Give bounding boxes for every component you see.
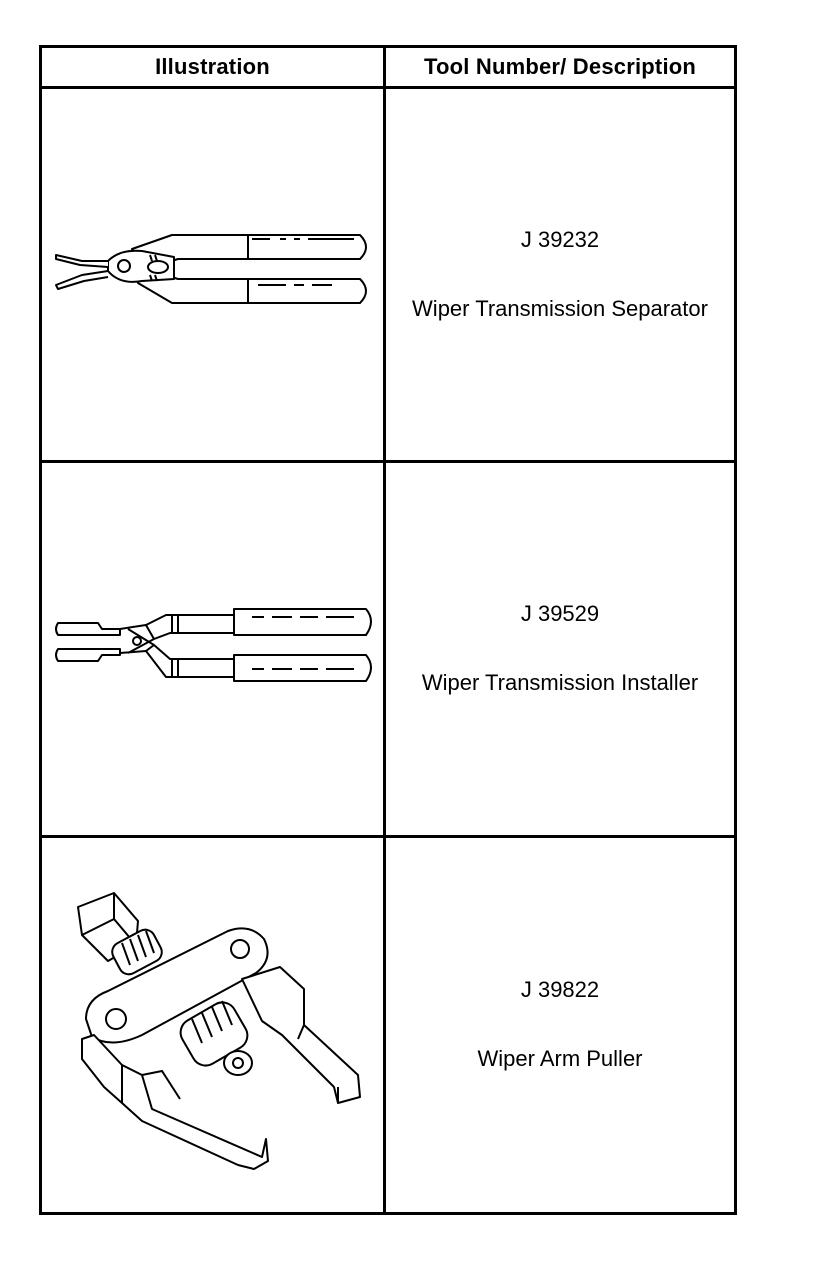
tool-table: Illustration Tool Number/ Description J …	[39, 45, 737, 1215]
arm-puller-icon	[77, 891, 361, 1170]
illustration-cell	[42, 89, 386, 464]
header-tool-description: Tool Number/ Description	[386, 48, 734, 89]
tool-number: J 39822	[520, 977, 600, 1003]
description-cell: J 39529 Wiper Transmission Installer	[386, 463, 734, 838]
description-cell: J 39822 Wiper Arm Puller	[386, 838, 734, 1212]
tool-description: Wiper Transmission Separator	[412, 296, 708, 322]
tool-description: Wiper Arm Puller	[477, 1046, 643, 1072]
tool-number: J 39529	[520, 601, 600, 627]
illustration-cell	[42, 837, 386, 1212]
tool-number: J 39232	[520, 227, 600, 253]
description-cell: J 39232 Wiper Transmission Separator	[386, 89, 734, 464]
tool-description: Wiper Transmission Installer	[421, 670, 699, 696]
illustration-cell	[42, 463, 386, 838]
pliers-installer-icon	[55, 608, 372, 683]
header-illustration: Illustration	[42, 48, 386, 89]
pliers-separator-icon	[55, 234, 367, 305]
